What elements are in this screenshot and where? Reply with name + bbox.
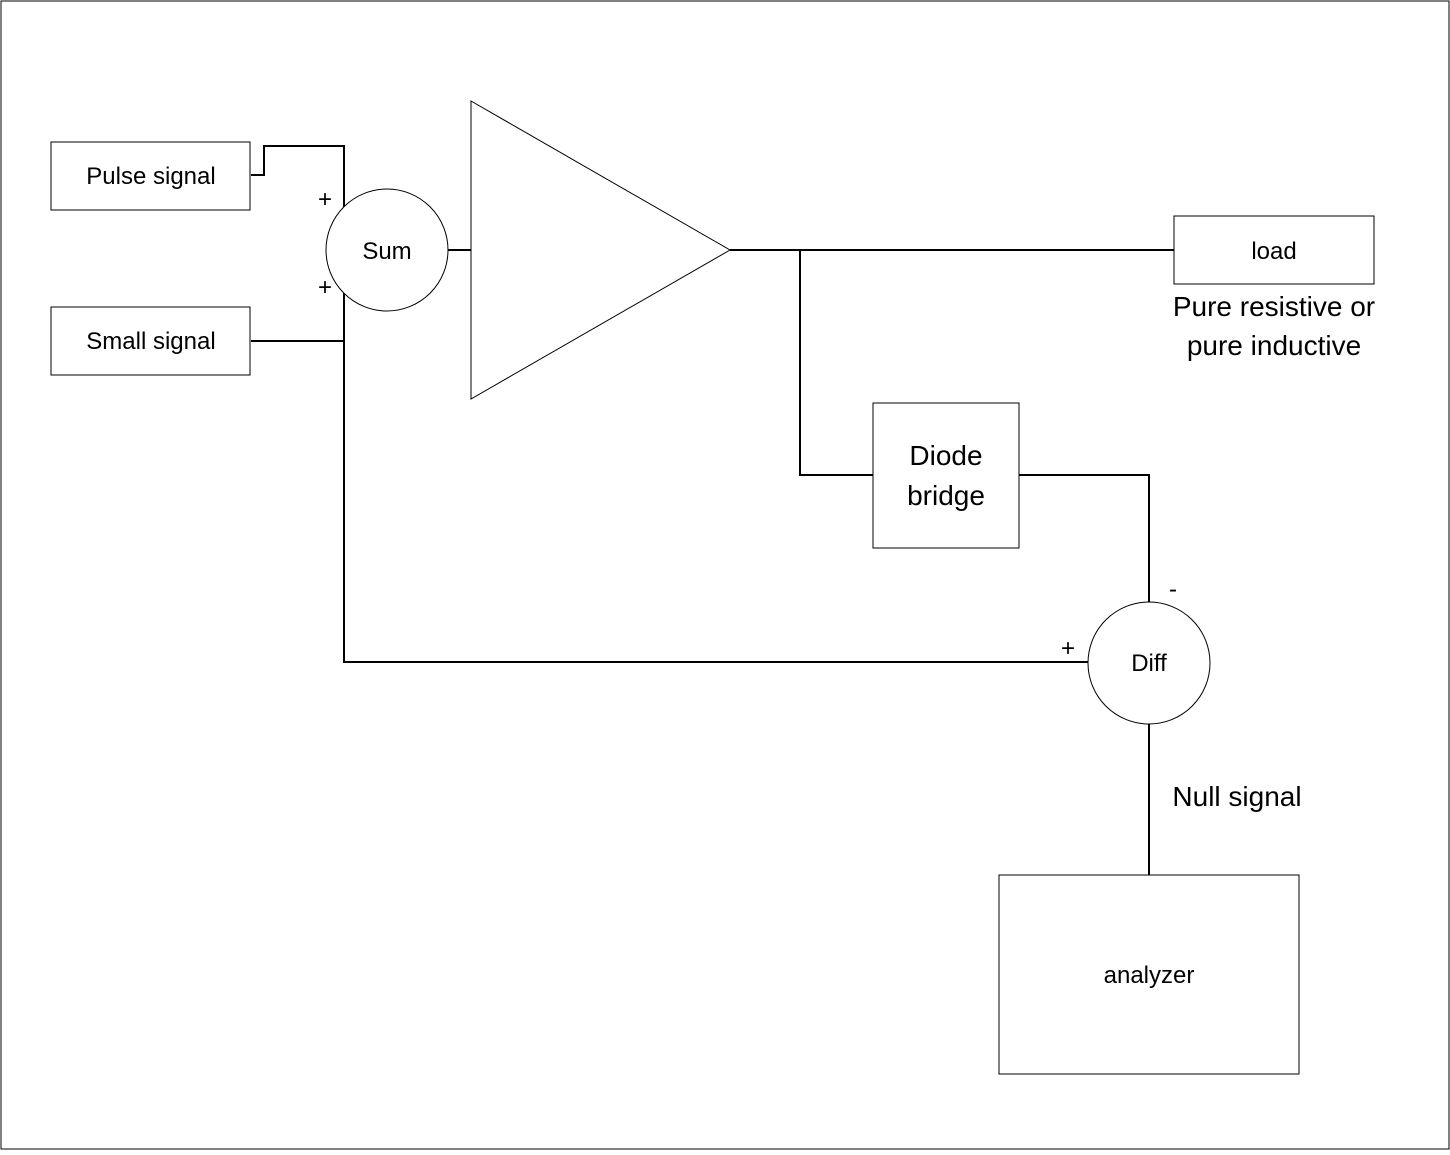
load-label: load xyxy=(1251,238,1296,265)
sum-plus-top: + xyxy=(318,186,332,213)
sum-plus-bottom: + xyxy=(318,274,332,301)
load-note-line2: pure inductive xyxy=(1187,330,1361,361)
sum-circle xyxy=(325,188,449,312)
diff-label: Diff xyxy=(1131,650,1167,677)
null-signal-label: Null signal xyxy=(1172,781,1301,812)
diode-bridge-box xyxy=(872,402,1020,549)
pulse-signal-label: Pulse signal xyxy=(86,163,215,190)
small-signal-block: Small signal xyxy=(50,306,251,376)
diff-node: Diff xyxy=(1087,601,1211,725)
diode-bridge-label-line1: Diode xyxy=(909,440,982,471)
diff-circle xyxy=(1087,601,1211,725)
pulse-wire xyxy=(251,145,1088,663)
sum-label: Sum xyxy=(362,238,411,265)
pulse-signal-block: Pulse signal xyxy=(50,141,251,211)
analyzer-block: analyzer xyxy=(998,874,1300,1075)
diff-plus-left: + xyxy=(1061,635,1075,662)
load-box xyxy=(1173,215,1375,285)
analyzer-label: analyzer xyxy=(1104,962,1195,989)
load-block: load xyxy=(1173,215,1375,285)
pulse-signal-box xyxy=(50,141,251,211)
bridge-to-diff-wire xyxy=(1019,474,1150,602)
analyzer-box xyxy=(998,874,1300,1075)
amplifier-triangle xyxy=(470,100,732,400)
amp-to-bridge-wire xyxy=(799,250,873,476)
sum-node: Sum xyxy=(325,188,449,312)
small-signal-label: Small signal xyxy=(86,328,215,355)
diff-minus-top: - xyxy=(1169,576,1177,603)
small-signal-box xyxy=(50,306,251,376)
diode-bridge-label-line2: bridge xyxy=(907,480,985,511)
diode-bridge-block: Diode bridge xyxy=(872,402,1020,549)
load-note-line1: Pure resistive or xyxy=(1173,291,1375,322)
